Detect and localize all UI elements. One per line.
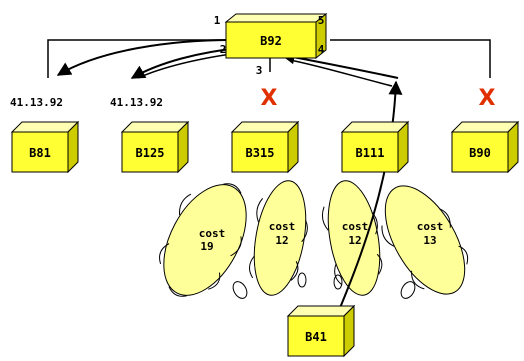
cost-value: 13 [423,234,436,247]
router-label: B125 [136,146,165,160]
blocked-x-icon: X [261,86,278,111]
cost-label: cost [269,220,296,233]
address-label: 41.13.92 [10,96,63,109]
router-b90: B90 [450,120,520,174]
router-b125: B125 [120,120,190,174]
router-b81: B81 [10,120,80,174]
port-label: 4 [318,43,325,56]
cost-cloud [159,183,247,297]
router-b92: B92 [224,12,328,60]
router-label: B90 [469,146,491,160]
cost-cloud [381,185,469,295]
router-label: B81 [29,146,51,160]
cost-value: 12 [348,234,361,247]
bus-lines [47,39,491,78]
router-label: B41 [305,330,327,344]
router-b111: B111 [340,120,410,174]
cost-label: cost [342,220,369,233]
cost-cloud [249,180,308,296]
port-label: 2 [220,43,227,56]
blocked-x-icon: X [479,86,496,111]
router-label: B92 [260,34,282,48]
router-label: B315 [246,146,275,160]
cost-label: cost [417,220,444,233]
cost-value: 19 [200,240,213,253]
cost-label: cost [199,227,226,240]
port-label: 1 [214,14,221,27]
port-label: 5 [318,14,325,27]
address-label: 41.13.92 [110,96,163,109]
router-b41: B41 [286,304,356,358]
cost-value: 12 [275,234,288,247]
router-b315: B315 [230,120,300,174]
router-label: B111 [356,146,385,160]
port-label: 3 [256,64,263,77]
cost-cloud [321,180,383,296]
